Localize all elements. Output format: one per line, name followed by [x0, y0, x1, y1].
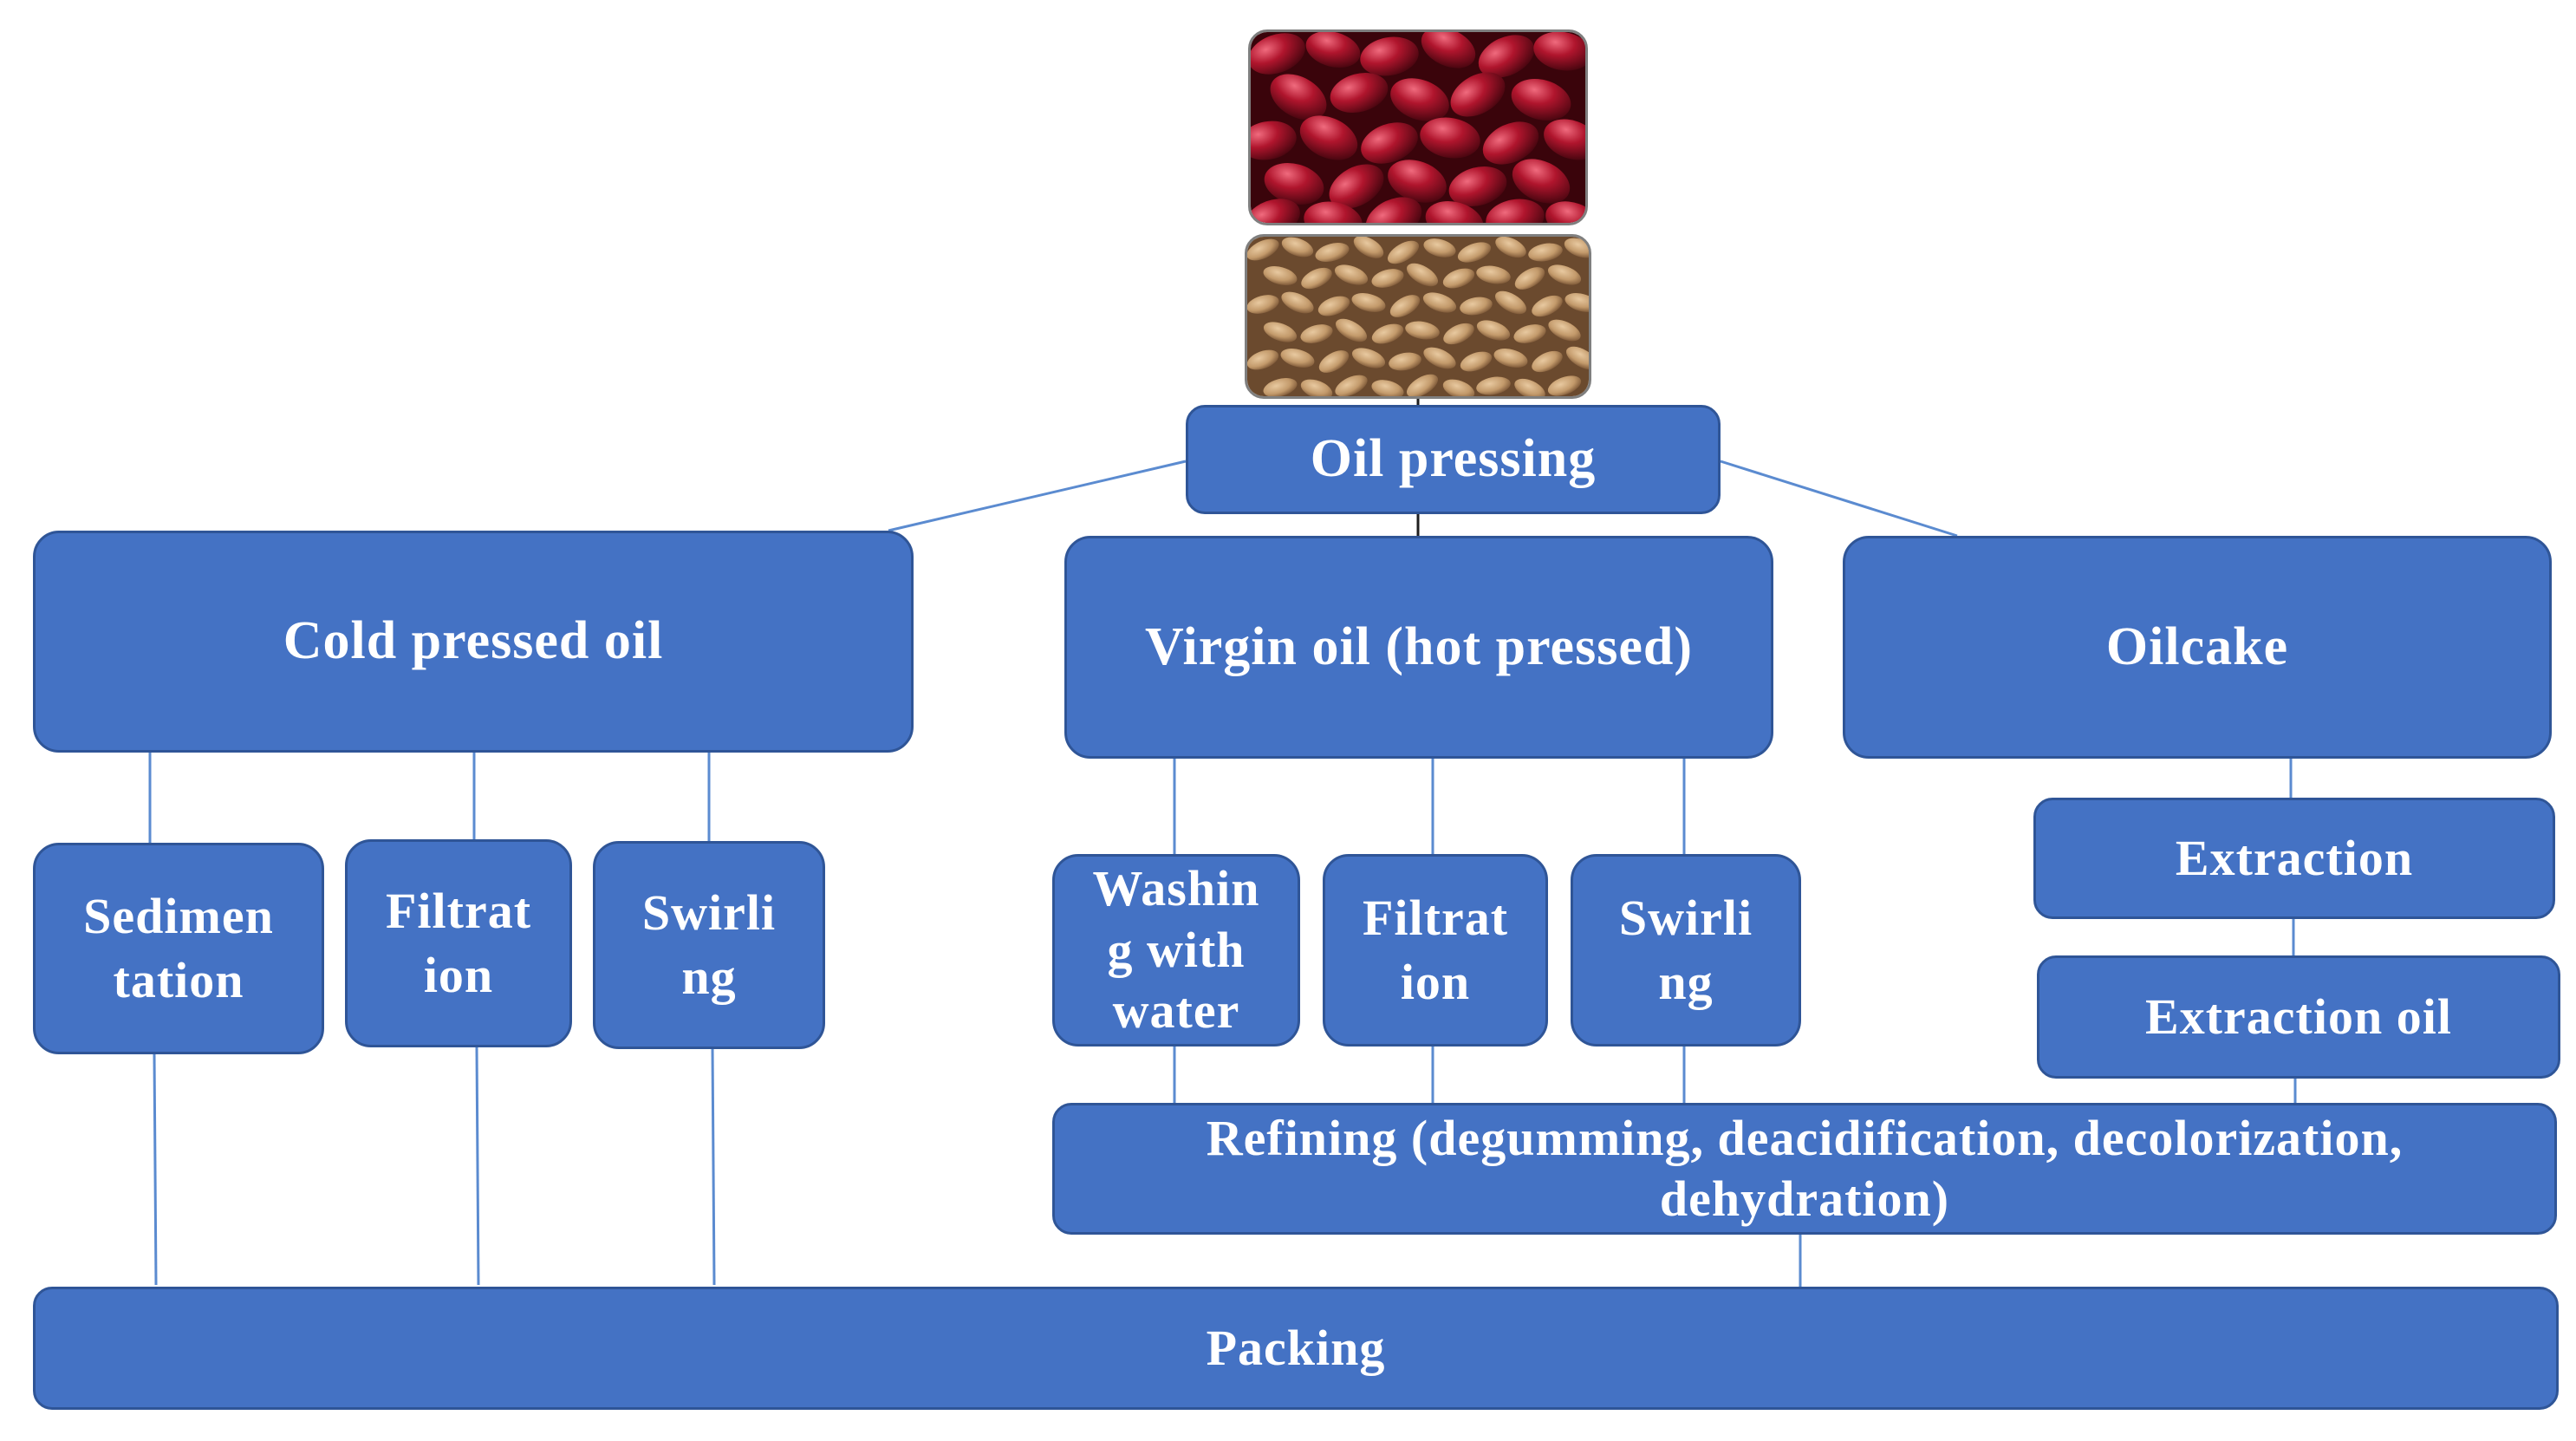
washing-label-line: water [1112, 982, 1240, 1040]
filtration-label-line: Filtrat [1362, 889, 1509, 946]
sedimentation-box: Sedimen tation [33, 843, 324, 1054]
connector-filtration-packing [475, 1047, 480, 1286]
extraction-label: Extraction [2175, 829, 2414, 886]
cold-filtration-box: Filtrat ion [345, 839, 572, 1047]
refining-label-line: dehydration) [1659, 1170, 1950, 1227]
cold-swirling-box: Swirli ng [593, 841, 825, 1049]
virgin-filtration-box: Filtrat ion [1323, 854, 1548, 1047]
virgin-swirling-box: Swirli ng [1571, 854, 1801, 1047]
extraction-oil-label: Extraction oil [2145, 988, 2452, 1045]
swirling-label-line: ng [681, 949, 737, 1005]
oil-pressing-box: Oil pressing [1186, 405, 1721, 514]
virgin-oil-box: Virgin oil (hot pressed) [1064, 536, 1773, 759]
filtration-label-line: Filtrat [385, 882, 532, 939]
oil-pressing-label: Oil pressing [1310, 429, 1597, 489]
connector-oilpressing-oilcake [1720, 460, 1958, 538]
packing-box: Packing [33, 1287, 2559, 1410]
extraction-oil-box: Extraction oil [2037, 955, 2560, 1079]
connector-swirling-packing [711, 1047, 716, 1286]
cold-pressed-oil-label: Cold pressed oil [283, 611, 664, 671]
sedimentation-label-line: Sedimen [83, 887, 274, 944]
connector-oilpressing-cold [888, 460, 1187, 532]
extraction-box: Extraction [2033, 798, 2555, 919]
refining-label-line: Refining (degumming, deacidification, de… [1206, 1110, 2404, 1167]
sedimentation-label-line: tation [113, 952, 244, 1008]
swirling-label-line: ng [1658, 954, 1714, 1010]
cold-pressed-oil-box: Cold pressed oil [33, 531, 914, 753]
virgin-oil-label: Virgin oil (hot pressed) [1145, 616, 1693, 676]
oilcake-box: Oilcake [1843, 536, 2552, 759]
washing-label-line: g with [1107, 921, 1246, 978]
cornelian-cherry-fruits-photo [1248, 29, 1588, 225]
seeds-photo [1245, 234, 1591, 399]
washing-with-water-box: Washin g with water [1052, 854, 1300, 1047]
swirling-label-line: Swirli [1618, 889, 1753, 946]
filtration-label-line: ion [423, 947, 494, 1003]
packing-label: Packing [1206, 1319, 1386, 1376]
refining-box: Refining (degumming, deacidification, de… [1052, 1103, 2557, 1235]
oilcake-label: Oilcake [2105, 616, 2289, 676]
washing-label-line: Washin [1092, 859, 1260, 916]
filtration-label-line: ion [1400, 954, 1471, 1010]
swirling-label-line: Swirli [641, 884, 777, 941]
connector-sedimentation-packing [153, 1053, 158, 1286]
